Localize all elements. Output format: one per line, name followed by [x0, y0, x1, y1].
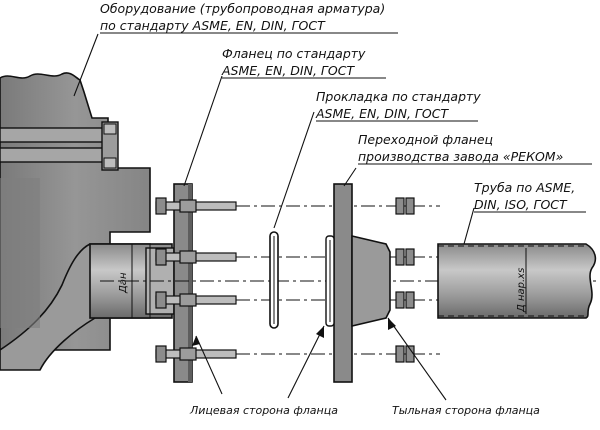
back-side-label: Тыльная сторона фланца: [392, 404, 540, 417]
nut-3: [395, 291, 415, 309]
bolt-1: [155, 197, 237, 215]
leader-arrows: [192, 318, 396, 346]
dim-pipe-label: Д нар.хs: [516, 268, 527, 313]
flange-label-1: Фланец по стандарту: [222, 46, 366, 61]
equipment-flange: [173, 183, 193, 383]
adapter-label-2: производства завода «РЕКОМ»: [358, 149, 563, 164]
equipment-body: [0, 72, 151, 371]
nuts: [395, 197, 415, 363]
leader-lines: [73, 33, 475, 401]
gasket: [269, 231, 279, 329]
equipment-label-1: Оборудование (трубопроводная арматура): [100, 1, 385, 16]
nut-2: [395, 248, 415, 266]
pipe-label-2: DIN, ISO, ГОСТ: [474, 197, 568, 212]
flange-label-2: ASME, EN, DIN, ГОСТ: [221, 63, 355, 78]
bolts: [155, 197, 237, 363]
gasket-label-1: Прокладка по стандарту: [316, 89, 481, 104]
dim-dn-label: Дан: [118, 272, 129, 294]
face-side-label: Лицевая сторона фланца: [189, 404, 338, 417]
bolt-4: [155, 345, 237, 363]
pipe: [437, 243, 597, 319]
adapter-flange: [325, 183, 391, 383]
dim-dn: [124, 243, 151, 319]
gasket-label-2: ASME, EN, DIN, ГОСТ: [315, 106, 449, 121]
nut-1: [395, 197, 415, 215]
equipment-label-2: по стандарту ASME, EN, DIN, ГОСТ: [100, 18, 326, 33]
bolt-2: [155, 248, 237, 266]
pipe-label-1: Труба по ASME,: [474, 180, 575, 195]
adapter-label-1: Переходной фланец: [358, 132, 493, 147]
